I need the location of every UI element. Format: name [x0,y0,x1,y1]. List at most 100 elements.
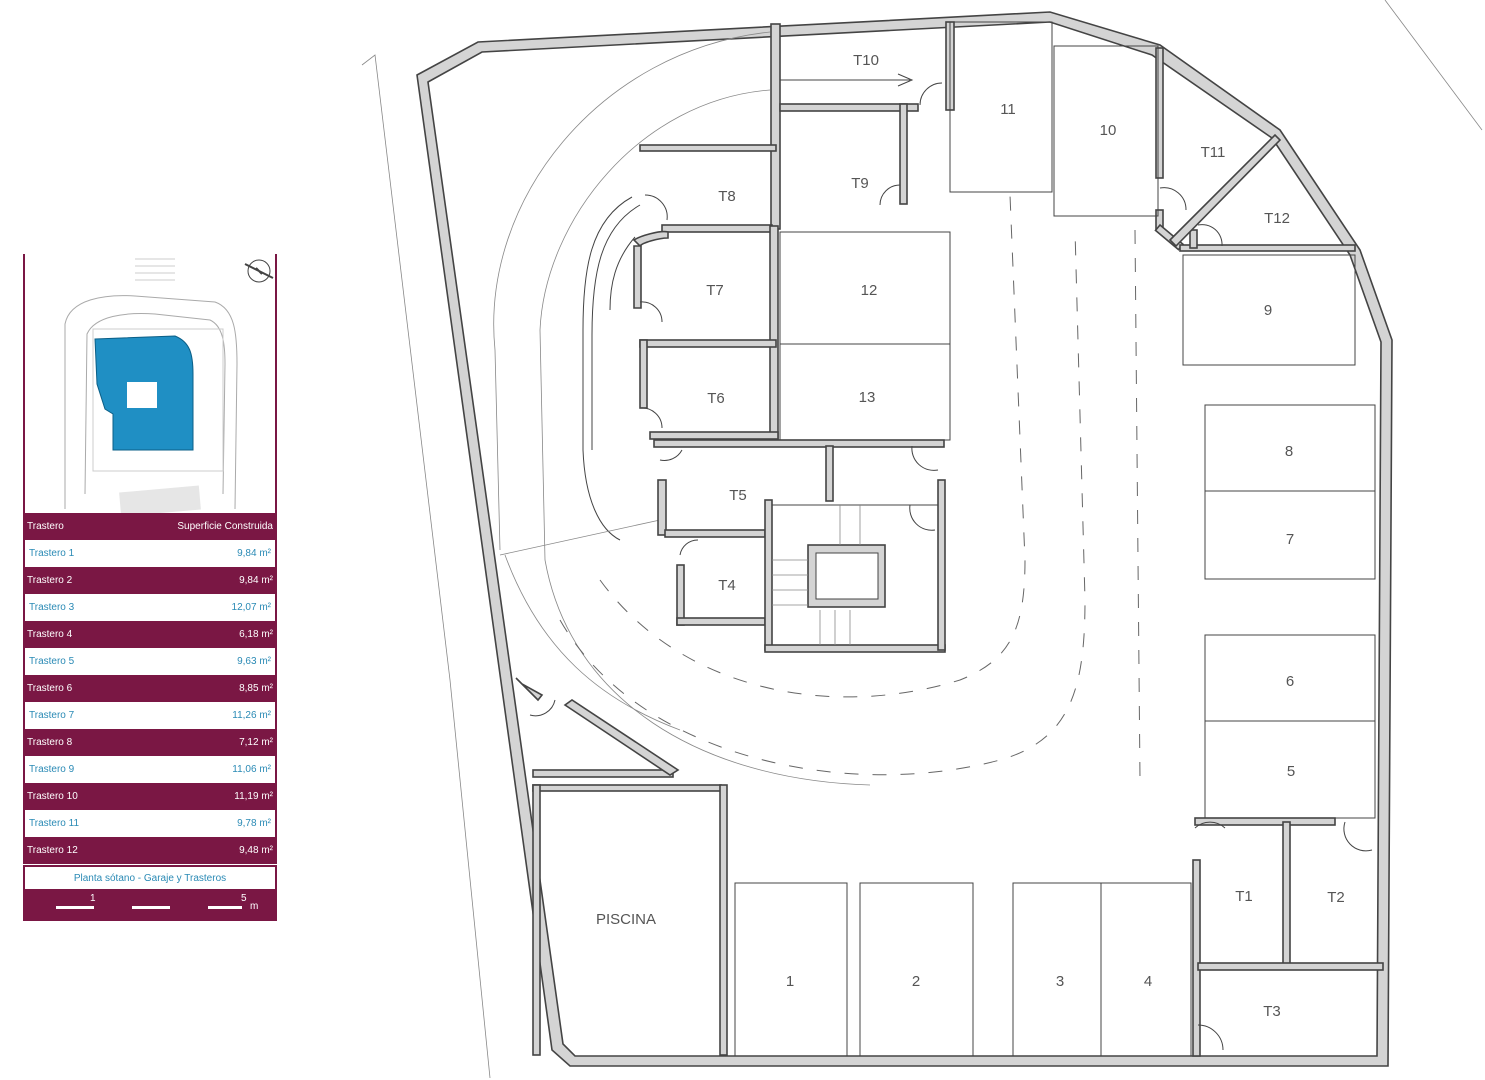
row-name: Trastero 10 [27,791,78,802]
row-name: Trastero 6 [27,683,73,694]
ramp-curve-1 [493,31,771,551]
parking-bays [734,21,1376,1057]
legend-panel: Trastero Superficie Construida Trastero … [23,254,277,921]
diagonal-wall [563,699,680,776]
label-parking-9: 9 [1264,302,1272,319]
table-row: Trastero 6 8,85 m² [23,675,277,702]
circulation-outer [559,229,1086,776]
label-parking-3: 3 [1056,973,1064,990]
compass-icon [244,259,274,283]
label-storage-t6: T6 [707,390,725,407]
row-area: 11,26 m² [232,710,271,721]
row-area: 11,19 m² [234,791,273,802]
row-name: Trastero 2 [27,575,73,586]
label-parking-7: 7 [1286,531,1294,548]
table-row: Trastero 9 11,06 m² [23,756,277,783]
label-pool: PISCINA [596,911,656,928]
table-row: Trastero 8 7,12 m² [23,729,277,756]
table-row: Trastero 11 9,78 m² [23,810,277,837]
row-name: Trastero 1 [29,548,75,559]
core-curve [582,196,633,541]
label-parking-1: 1 [786,973,794,990]
ramp-line [499,519,661,556]
row-name: Trastero 4 [27,629,73,640]
site-key-plan [23,254,277,517]
table-row: Trastero 5 9,63 m² [23,648,277,675]
circulation-right [1134,229,1141,781]
label-parking-13: 13 [859,389,876,406]
direction-arrow-head [897,73,914,87]
table-row: Trastero 7 11,26 m² [23,702,277,729]
table-row: Trastero 4 6,18 m² [23,621,277,648]
row-area: 9,84 m² [237,548,271,559]
row-area: 9,63 m² [237,656,271,667]
row-name: Trastero 5 [29,656,75,667]
label-storage-t7: T7 [706,282,724,299]
row-name: Trastero 7 [29,710,75,721]
label-parking-2: 2 [912,973,920,990]
ramp-curve-2 [539,89,871,786]
door-swings [529,82,1373,1051]
row-name: Trastero 12 [27,845,78,856]
label-storage-t4: T4 [718,577,736,594]
diagonal-wall-small [515,677,544,702]
scale-bar: 1 5 m [56,893,258,916]
scale-bar-graphic [56,906,242,909]
t7-wall-curve [632,230,669,248]
t7-left-wall [633,245,642,309]
label-storage-t2: T2 [1327,889,1345,906]
header-storage: Trastero [27,521,64,532]
key-plan-drawing [64,258,274,517]
header-area: Superficie Construida [177,521,273,532]
label-storage-t5: T5 [729,487,747,504]
legend-footer: Planta sótano - Garaje y Trasteros 1 5 m [23,865,277,921]
row-area: 9,84 m² [239,575,273,586]
table-header: Trastero Superficie Construida [23,513,277,540]
ramp-curve-3 [504,554,681,731]
site-boundary-right [1384,0,1483,131]
row-area: 11,06 m² [232,764,271,775]
label-storage-t10: T10 [853,52,879,69]
row-area: 9,48 m² [239,845,273,856]
plan-title: Planta sótano - Garaje y Trasteros [25,867,275,889]
label-parking-11: 11 [1000,101,1016,118]
label-storage-t9: T9 [851,175,869,192]
row-name: Trastero 11 [29,818,80,829]
label-parking-12: 12 [861,282,878,299]
table-row: Trastero 1 9,84 m² [23,540,277,567]
label-parking-6: 6 [1286,673,1294,690]
label-storage-t11: T11 [1201,144,1226,161]
circulation-inner [599,194,1026,698]
label-storage-t8: T8 [718,188,736,205]
label-parking-5: 5 [1287,763,1295,780]
table-row: Trastero 3 12,07 m² [23,594,277,621]
label-storage-t12: T12 [1264,210,1290,227]
storage-area-table: Trastero Superficie Construida Trastero … [23,513,277,864]
stair-core [771,504,939,646]
scale-tick-5: 5 [241,893,247,904]
t7-curve [609,236,636,311]
label-parking-10: 10 [1100,122,1117,139]
site-boundary-left [361,54,491,1079]
core-curve-inner [591,204,641,450]
room-labels: 1 2 3 4 5 6 7 8 9 10 11 12 13 T1 T2 T3 T… [596,52,1345,1020]
table-row: Trastero 10 11,19 m² [23,783,277,810]
row-name: Trastero 9 [29,764,75,775]
row-name: Trastero 3 [29,602,75,613]
label-parking-4: 4 [1144,973,1152,990]
table-row: Trastero 2 9,84 m² [23,567,277,594]
diagonal-wall-t11 [1168,133,1282,248]
interior-walls [532,21,1384,1057]
row-name: Trastero 8 [27,737,73,748]
row-area: 8,85 m² [239,683,273,694]
scale-unit: m [250,901,259,912]
row-area: 7,12 m² [239,737,273,748]
scale-tick-1: 1 [90,893,96,904]
table-row: Trastero 12 9,48 m² [23,837,277,864]
row-area: 9,78 m² [237,818,271,829]
row-area: 12,07 m² [231,602,271,613]
label-storage-t3: T3 [1263,1003,1281,1020]
label-parking-8: 8 [1285,443,1293,460]
row-area: 6,18 m² [239,629,273,640]
